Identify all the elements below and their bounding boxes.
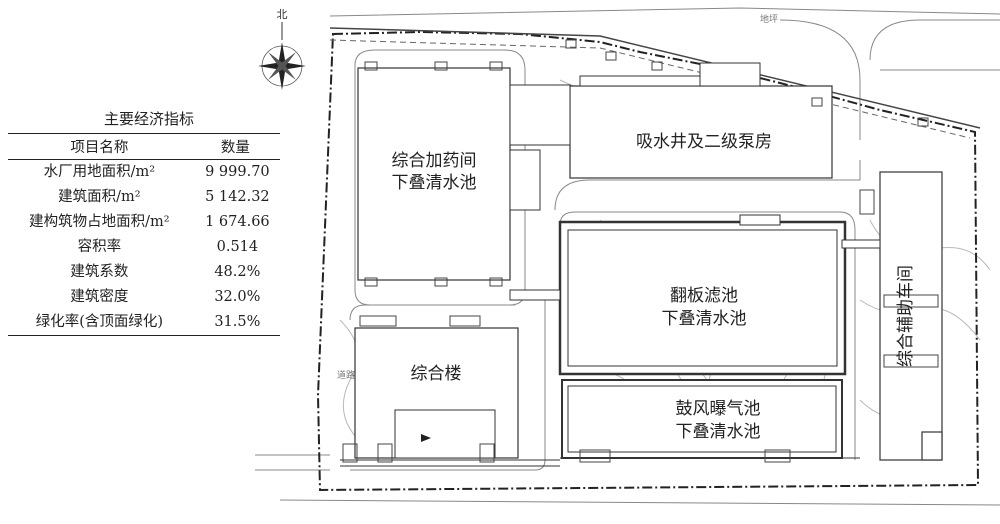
aeration-label-2: 下叠清水池 xyxy=(676,422,761,442)
row-value: 5 142.32 xyxy=(205,189,270,205)
aeration-tank-inner xyxy=(567,385,837,453)
row-value: 31.5% xyxy=(190,310,280,336)
row-name: 容积率 xyxy=(77,239,122,255)
dosing-label-1: 综合加药间 xyxy=(392,151,477,171)
filter-label-2: 下叠清水池 xyxy=(662,309,747,329)
table-row: 建筑面积/m² 5 142.32 xyxy=(8,185,280,210)
row-value: 1 674.66 xyxy=(205,214,270,230)
surrounding-roads xyxy=(255,7,1000,506)
left-road-label: 道路 xyxy=(337,369,355,381)
pipe-corridors xyxy=(340,62,881,467)
table-header-row: 项目名称 数量 xyxy=(8,133,280,160)
dosing-label-2: 下叠清水池 xyxy=(392,173,477,193)
pump-label: 吸水井及二级泵房 xyxy=(636,132,772,152)
row-name: 建筑面积/m² xyxy=(58,189,141,205)
header-name: 项目名称 xyxy=(8,133,191,160)
dosing-building xyxy=(357,67,511,281)
filter-label-1: 翻板滤池 xyxy=(670,286,738,306)
entry-marker xyxy=(421,434,431,442)
office-label: 综合楼 xyxy=(411,364,462,384)
row-value: 48.2% xyxy=(214,264,261,280)
pump-label-bg xyxy=(618,128,790,154)
row-name: 建构筑物占地面积/m² xyxy=(29,214,170,230)
north-label: 北 xyxy=(277,8,288,21)
inner-boundary xyxy=(329,39,971,139)
row-value: 32.0% xyxy=(214,289,261,305)
table-row: 建构筑物占地面积/m² 1 674.66 xyxy=(8,210,280,235)
row-value: 0.514 xyxy=(216,239,259,255)
row-value: 9 999.70 xyxy=(205,164,270,180)
table-row: 建筑系数 48.2% xyxy=(8,260,280,285)
row-name: 水厂用地面积/m² xyxy=(43,164,156,180)
row-name: 建筑系数 xyxy=(70,264,129,280)
table-title: 主要经济指标 xyxy=(103,110,194,128)
aux-workshop xyxy=(879,171,943,461)
aeration-label-1: 鼓风曝气池 xyxy=(676,399,761,419)
aeration-tank xyxy=(561,379,843,459)
top-road-label: 地坪 xyxy=(760,13,778,25)
table-row: 建筑密度 32.0% xyxy=(8,285,280,310)
header-value: 数量 xyxy=(190,133,280,160)
row-name: 绿化率(含顶面绿化) xyxy=(8,310,191,336)
table-row: 容积率 0.514 xyxy=(8,235,280,260)
aux-annex xyxy=(921,431,943,461)
filter-tank-inner xyxy=(567,229,838,367)
table-row: 水厂用地面积/m² 9 999.70 xyxy=(8,160,280,186)
aux-label: 综合辅助车间 xyxy=(896,265,916,367)
row-name: 建筑密度 xyxy=(70,289,129,305)
north-compass xyxy=(258,22,306,90)
equipment-marks xyxy=(342,39,939,463)
indicators: 项目名称 数量 水厂用地面积/m² 9 999.70 建筑面积/m² 5 142.3… xyxy=(8,133,280,336)
boundary-fence xyxy=(329,27,981,129)
table-row: 绿化率(含顶面绿化)31.5% xyxy=(8,310,280,336)
economic-indicators-table: 主要经济指标 项目名称 数量 水厂用地面积/m² 9 999.70 建筑面积/m²… xyxy=(8,108,280,336)
